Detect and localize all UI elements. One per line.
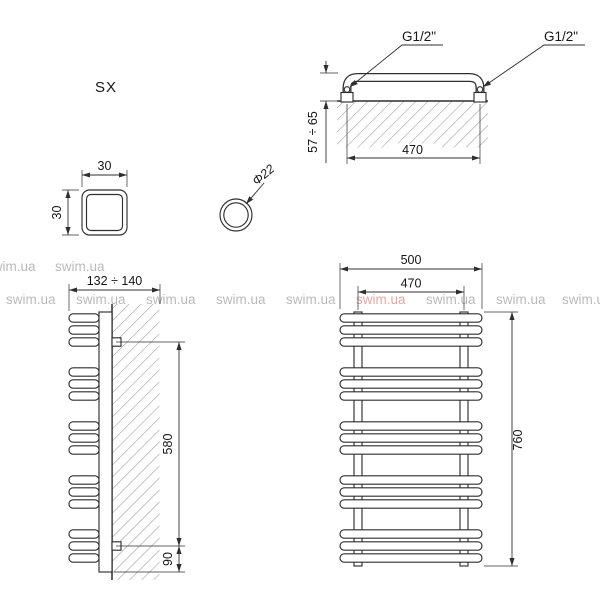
rail-tube-outline [342,73,485,101]
watermark-text: swim.ua [496,292,546,307]
tube [68,337,100,347]
tube [68,367,100,377]
tube [68,391,100,401]
tube [68,379,100,389]
tube [68,313,100,323]
tube [339,325,483,335]
profile-inner [85,193,124,232]
tube [339,445,483,455]
leader-line-diameter [245,182,265,205]
fitting-right-nut [476,86,484,93]
tube [339,433,483,443]
tube [68,433,100,443]
front-view: 500 470 760 [339,253,525,567]
tube [339,541,483,551]
watermark-text-accent: swim.ua [356,292,406,307]
wall-hatch [112,304,160,580]
tube [68,553,100,563]
collector-profile [98,311,113,573]
tube [68,421,100,431]
connector-right-label: G1/2" [544,29,578,44]
profile-height-label: 30 [50,206,64,220]
front-height-label: 760 [511,430,525,451]
side-mount-span-label: 580 [161,434,175,455]
leader-line-g-left [349,44,443,88]
watermark-text: swim.ua [55,259,105,274]
rail-tube-inner [343,74,484,101]
watermark-text: swim.ua [76,292,126,307]
watermark: swim.ua swim.ua swim.ua swim.ua swim.ua … [0,259,600,307]
side-view: 132 ÷ 140 580 90 [68,274,185,580]
tube-inner-circle [223,202,249,228]
label-backing [391,143,434,157]
watermark-text: swim.ua [146,292,196,307]
top-view: G1/2" G1/2" 57 ÷ 65 470 [306,29,585,164]
profile-width-label: 30 [98,159,112,173]
watermark-text: swim.ua [6,292,56,307]
fitting-left-nut [343,86,351,93]
tube [339,553,483,563]
tube [339,367,483,377]
tube [339,487,483,497]
front-width-label: 500 [401,253,422,267]
model-label: SX [95,79,117,96]
watermark-text: swim.ua [216,292,266,307]
tube [68,325,100,335]
tube [339,379,483,389]
watermark-text: swim.ua [0,259,36,274]
leader-line-g-right [482,44,585,88]
tube [339,391,483,401]
tube [339,337,483,347]
tube [339,313,483,323]
watermark-text: swim.ua [562,292,600,307]
tube-section: Φ22 [219,162,277,232]
watermark-text: swim.ua [286,292,336,307]
tube [339,499,483,509]
tube [68,529,100,539]
wall-hatch [337,101,488,148]
tube [68,445,100,455]
front-axis-width-label: 470 [401,277,422,291]
fitting-left [340,91,354,103]
profile-section: 30 30 [50,159,128,236]
fitting-right [473,91,487,103]
wall-distance-label: 57 ÷ 65 [306,111,320,153]
side-bottom-offset-label: 90 [161,552,175,566]
tube [339,529,483,539]
tube [339,475,483,485]
watermark-text: swim.ua [426,292,476,307]
side-depth-label: 132 ÷ 140 [87,274,143,288]
top-axis-width-label: 470 [402,143,423,157]
tube [339,421,483,431]
tube [68,499,100,509]
connector-left-label: G1/2" [402,29,436,44]
tube [68,541,100,551]
tube [68,487,100,497]
tube [68,475,100,485]
